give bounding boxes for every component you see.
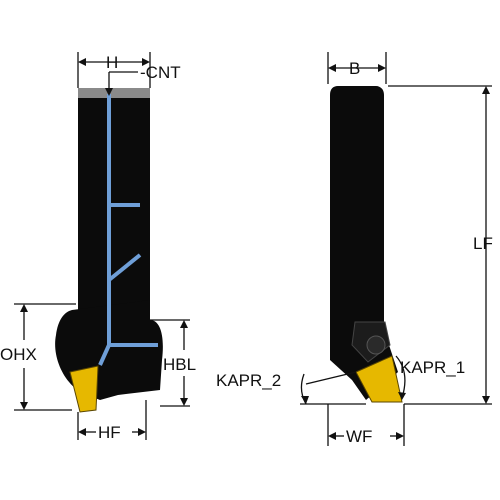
dimension-lines [14, 52, 492, 446]
label-b: B [349, 59, 360, 78]
label-lf: LF [473, 234, 493, 253]
label-kapr-2: KAPR_2 [216, 371, 281, 390]
coolant-channel [98, 94, 158, 366]
label-kapr-1: KAPR_1 [400, 358, 465, 377]
dimension-labels: H -CNT B LF OHX HBL HF KAPR_2 KAPR_1 WF [0, 53, 493, 446]
label-wf: WF [346, 427, 372, 446]
clamp-screw [366, 335, 386, 355]
front-insert [69, 365, 99, 413]
label-cnt: -CNT [140, 63, 181, 82]
front-shank-top-band [78, 88, 150, 98]
label-ohx: OHX [0, 345, 37, 364]
front-view [55, 88, 163, 413]
side-insert [355, 355, 403, 403]
label-hf: HF [98, 423, 121, 442]
side-view [330, 86, 403, 403]
label-hbl: HBL [163, 355, 196, 374]
label-h: H [106, 53, 118, 72]
